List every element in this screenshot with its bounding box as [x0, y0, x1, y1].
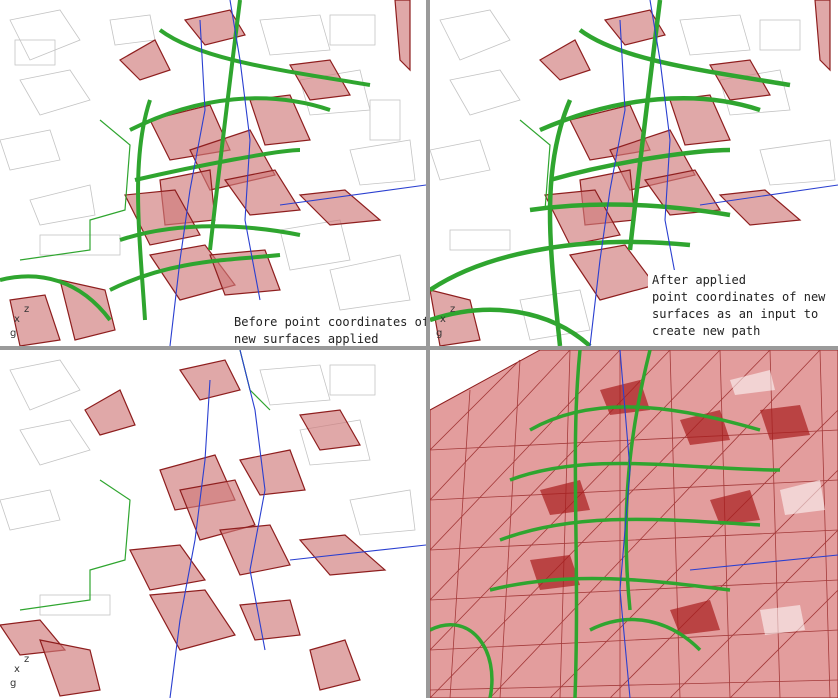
axis-z-label: z [24, 304, 30, 315]
scene-after [430, 0, 838, 346]
mesh-highlight-panels [730, 370, 825, 635]
viewport-top-left: z x g Before point coordinates of new su… [0, 0, 426, 346]
caption-after-line-4: create new path [652, 324, 761, 338]
caption-after-line-3: surfaces as an input to [652, 307, 819, 321]
green-paths [430, 0, 791, 346]
axis-x-label: x [440, 314, 446, 325]
scene-before [0, 0, 426, 346]
viewport-bottom-right [430, 350, 838, 698]
caption-before: Before point coordinates of new surfaces… [230, 314, 426, 346]
axis-x-label: x [14, 664, 20, 675]
blue-paths [589, 0, 838, 346]
caption-after-line-2: point coordinates of new [652, 290, 826, 304]
axis-y-label: g [10, 678, 17, 689]
axis-gizmo: z x g [436, 304, 466, 344]
surface-panels [9, 0, 411, 346]
scene-surfaces-only [0, 350, 426, 698]
blue-paths [619, 350, 838, 698]
blue-paths [169, 0, 426, 346]
city-context-lines [430, 9, 836, 341]
scene-mesh-with-paths [430, 350, 838, 698]
mesh-surface [430, 350, 838, 698]
caption-after-line-1: After applied [652, 273, 746, 287]
blue-paths [169, 350, 426, 698]
surface-panels [0, 359, 387, 697]
axis-y-label: g [436, 328, 443, 339]
green-paths [0, 0, 371, 322]
axis-gizmo: z x g [10, 304, 40, 344]
viewport-top-right: z x g After applied point coordinates of… [430, 0, 838, 346]
city-context-lines [0, 359, 416, 616]
caption-after: After applied point coordinates of new s… [648, 270, 830, 342]
axis-y-label: g [10, 328, 17, 339]
green-paths [430, 350, 781, 698]
caption-before-line-1: Before point coordinates of [234, 315, 426, 329]
green-boundary [19, 119, 131, 261]
caption-before-line-2: new surfaces applied [234, 332, 379, 346]
axis-x-label: x [14, 314, 20, 325]
axis-z-label: z [450, 304, 456, 315]
axis-gizmo: z x g [10, 654, 40, 694]
city-context-lines [0, 9, 416, 311]
viewport-bottom-left: z x g [0, 350, 426, 698]
axis-z-label: z [24, 654, 30, 665]
green-boundary [519, 119, 551, 211]
